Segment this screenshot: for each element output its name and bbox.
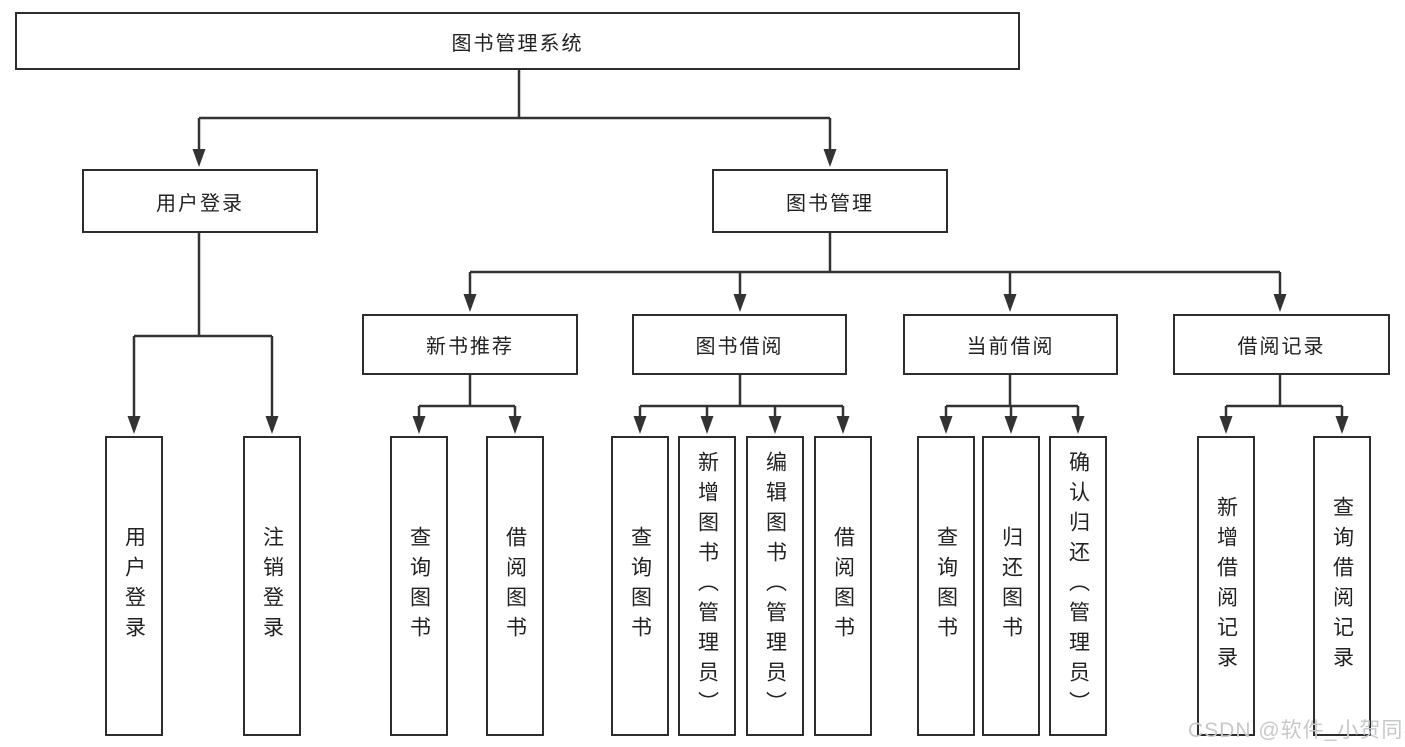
connector-new-book-fork [417,375,517,417]
leaf-bb-query-book-label: 查询图书 [628,526,652,646]
leaf-logout: 注销登录 [243,436,301,736]
leaf-br-query-record: 查询借阅记录 [1313,436,1371,736]
leaf-user-login-label: 用户登录 [122,526,146,646]
watermark: CSDN @软件_小贺同学 [1188,719,1405,742]
connector-user-login-fork [132,233,274,417]
leaf-cb-confirm-return: 确认归还（管理员） [1049,436,1107,736]
node-current-borrow: 当前借阅 [903,314,1118,375]
leaf-bb-borrow-book-label: 借阅图书 [831,526,855,646]
connector-book-borrow-fork [638,375,845,417]
node-borrow-records-label: 借阅记录 [1237,336,1326,358]
node-borrow-records: 借阅记录 [1173,314,1390,375]
node-user-login-label: 用户登录 [156,192,244,215]
leaf-bb-borrow-book: 借阅图书 [814,436,872,736]
arrow-icon [823,149,837,167]
leaf-rec-query-book-label: 查询图书 [407,526,431,646]
leaf-bb-edit-book-label: 编辑图书（管理员） [763,451,787,721]
node-book-borrow: 图书借阅 [632,314,847,375]
arrow-icon [412,416,426,434]
node-root-label: 图书管理系统 [451,32,584,55]
leaf-bb-add-book: 新增图书（管理员） [678,436,736,736]
arrow-icon [127,416,141,434]
leaf-cb-query-book-label: 查询图书 [934,526,958,646]
connector-root-to-level2 [197,70,832,150]
leaf-cb-confirm-return-label: 确认归还（管理员） [1066,451,1090,721]
arrow-icon [1335,416,1349,434]
node-root: 图书管理系统 [15,12,1020,70]
arrow-icon [192,149,206,167]
leaf-cb-return-book: 归还图书 [982,436,1040,736]
leaf-rec-query-book: 查询图书 [390,436,448,736]
connector-current-borrow-fork [944,375,1080,417]
arrow-icon [1219,416,1233,434]
arrow-icon [633,416,647,434]
arrow-icon [768,416,782,434]
leaf-bb-query-book: 查询图书 [611,436,669,736]
arrow-icon [265,416,279,434]
arrow-icon [1071,416,1085,434]
leaf-cb-query-book: 查询图书 [917,436,975,736]
arrow-icon [700,416,714,434]
node-book-borrow-label: 图书借阅 [695,336,784,358]
connector-borrow-records-fork [1224,375,1344,417]
arrow-icon [836,416,850,434]
node-current-borrow-label: 当前借阅 [966,336,1055,358]
arrow-icon [463,294,477,312]
leaf-user-login: 用户登录 [105,436,163,736]
arrowheads [127,149,1349,434]
leaf-bb-add-book-label: 新增图书（管理员） [695,451,719,721]
arrow-icon [1004,416,1018,434]
arrow-icon [1003,294,1017,312]
leaf-bb-edit-book: 编辑图书（管理员） [746,436,804,736]
leaf-br-query-record-label: 查询借阅记录 [1330,496,1354,676]
arrow-icon [1273,294,1287,312]
node-new-book-rec-label: 新书推荐 [426,336,514,358]
node-book-mgmt: 图书管理 [712,169,948,233]
leaf-br-add-record: 新增借阅记录 [1197,436,1255,736]
arrow-icon [733,294,747,312]
arrow-icon [508,416,522,434]
leaf-rec-borrow-book-label: 借阅图书 [503,526,527,646]
connector-book-mgmt-fork [468,233,1282,295]
node-user-login: 用户登录 [82,169,318,233]
arrow-icon [939,416,953,434]
leaf-rec-borrow-book: 借阅图书 [486,436,544,736]
leaf-logout-label: 注销登录 [260,526,284,646]
node-book-mgmt-label: 图书管理 [786,192,874,215]
node-new-book-rec: 新书推荐 [362,314,578,375]
leaf-cb-return-book-label: 归还图书 [999,526,1023,646]
leaf-br-add-record-label: 新增借阅记录 [1214,496,1238,676]
